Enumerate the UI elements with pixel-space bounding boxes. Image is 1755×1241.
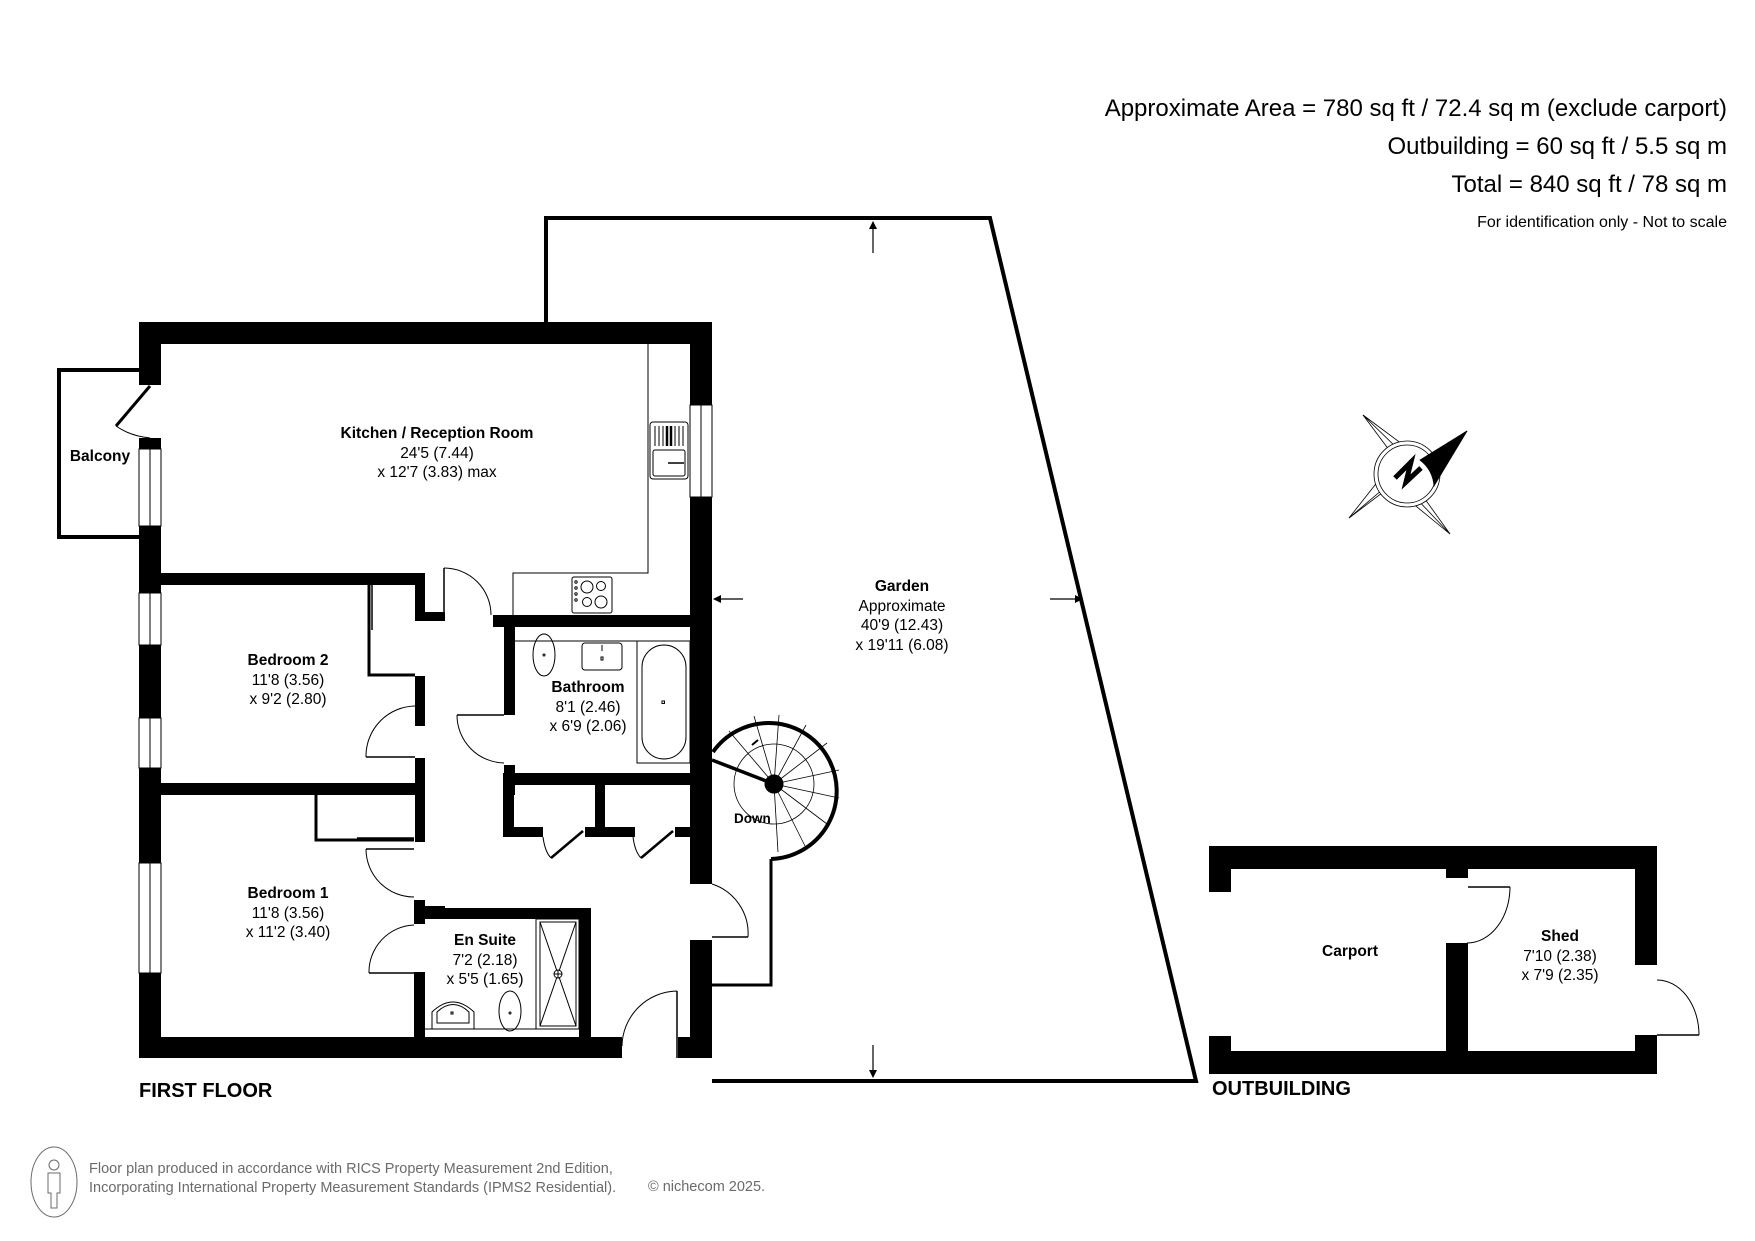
room-note: Approximate [858,597,946,615]
footer-line-2: Incorporating International Property Mea… [89,1180,617,1196]
ensuite-toilet-icon [498,990,522,1032]
total-area-text: Total = 840 sq ft / 78 sq m [1451,171,1727,198]
outbuilding-area-text: Outbuilding = 60 sq ft / 5.5 sq m [1387,133,1727,160]
room-dimension: 40'9 (12.43) [860,617,944,634]
room-name: Bedroom 2 [247,652,329,669]
shower-icon [535,918,580,1030]
room-bathroom: Bathroom 8'1 (2.46) x 6'9 (2.06) [549,678,626,737]
basin-icon [581,642,623,671]
flat-walls [139,322,712,1058]
toilet-icon [532,633,556,677]
first-floor-label: FIRST FLOOR [139,1080,273,1102]
outbuilding-walls [1209,846,1657,1074]
hob-icon [571,576,613,614]
room-dimension: 11'8 (3.56) [251,671,325,689]
approximate-area-text: Approximate Area = 780 sq ft / 72.4 sq m… [1104,95,1727,122]
north-compass-icon [1348,414,1468,535]
room-dimension: x 7'9 (2.35) [1521,967,1599,984]
room-balcony: Balcony [70,447,130,467]
room-bedroom-1: Bedroom 1 11'8 (3.56) x 11'2 (3.40) [246,884,331,943]
garden-outline [544,216,1199,1083]
kitchen-fittings [512,344,689,615]
room-name: Carport [1322,943,1378,960]
bathroom-fittings [515,633,691,764]
area-summary: Approximate Area = 780 sq ft / 72.4 sq m… [1105,90,1727,238]
footer-notice: Floor plan produced in accordance with R… [89,1160,616,1198]
room-name: Shed [1541,928,1579,945]
kitchen-sink-icon [649,421,689,480]
outbuilding-doors [1466,886,1700,1036]
room-dimension: x 5'5 (1.65) [446,971,524,988]
room-name: Bathroom [551,679,625,696]
person-icon [30,1146,78,1218]
room-name: Garden [874,578,930,595]
ensuite-fittings [425,918,580,1032]
room-name: Kitchen / Reception Room [340,425,534,442]
doors [114,385,749,1058]
stairs-down-label: Down [734,811,771,826]
ensuite-basin-icon [431,1001,475,1029]
bath-icon [636,640,691,764]
outbuilding-label: OUTBUILDING [1212,1078,1351,1100]
room-dimension: 7'10 (2.38) [1523,947,1597,965]
room-dimension: x 19'11 (6.08) [855,636,949,654]
room-dimension: 7'2 (2.18) [452,951,518,969]
disclaimer-text: For identification only - Not to scale [1477,214,1727,231]
room-dimension: x 12'7 (3.83) max [377,464,497,481]
room-shed: Shed 7'10 (2.38) x 7'9 (2.35) [1521,927,1598,986]
wardrobes [314,585,415,842]
room-carport: Carport [1322,942,1378,962]
room-dimension: 11'8 (3.56) [251,904,325,922]
room-dimension: x 9'2 (2.80) [249,691,327,708]
footer-copyright: © nichecom 2025. [648,1179,766,1195]
room-dimension: 8'1 (2.46) [555,698,621,716]
room-kitchen: Kitchen / Reception Room 24'5 (7.44) x 1… [341,424,534,483]
room-dimension: x 6'9 (2.06) [549,718,627,735]
footer-line-1: Floor plan produced in accordance with R… [89,1161,613,1177]
room-name: En Suite [453,932,516,949]
room-name: Balcony [69,448,131,465]
room-dimension: x 11'2 (3.40) [245,924,331,941]
balcony-outline [57,368,139,539]
spiral-staircase [711,714,840,987]
room-name: Bedroom 1 [247,885,329,902]
room-garden: Garden Approximate 40'9 (12.43) x 19'11 … [855,577,948,655]
room-en-suite: En Suite 7'2 (2.18) x 5'5 (1.65) [446,931,523,990]
room-bedroom-2: Bedroom 2 11'8 (3.56) x 9'2 (2.80) [248,651,329,710]
room-dimension: 24'5 (7.44) [400,444,474,462]
windows [138,404,713,974]
